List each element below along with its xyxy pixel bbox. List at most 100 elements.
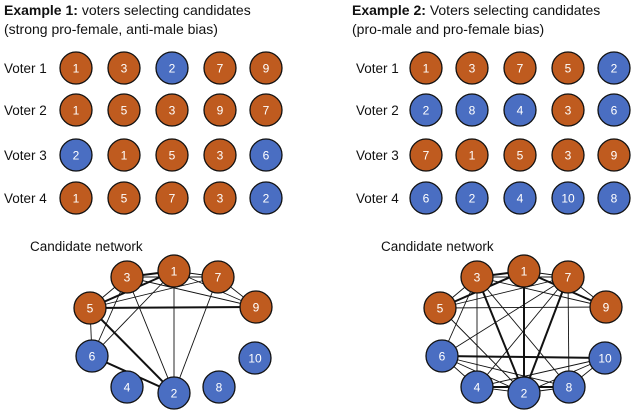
network-edge (441, 276, 569, 357)
candidate-number: 2 (263, 192, 270, 206)
candidate-node (409, 51, 443, 85)
network-node-number: 8 (216, 381, 223, 395)
candidate-node (249, 51, 283, 85)
network-edge (126, 276, 257, 308)
candidate-node (409, 93, 443, 127)
candidate-number: 8 (611, 192, 618, 206)
candidate-node (155, 138, 189, 172)
candidate-node (455, 51, 489, 85)
candidate-node (59, 51, 93, 85)
candidate-number: 3 (565, 149, 572, 163)
candidate-node (59, 138, 93, 172)
candidate-number: 5 (565, 62, 572, 76)
network-node-number: 1 (521, 265, 528, 279)
candidate-number: 3 (121, 62, 128, 76)
network-node (551, 260, 585, 294)
candidate-number: 1 (73, 192, 80, 206)
voter-label: Voter 3 (356, 148, 399, 163)
voter-label: Voter 4 (4, 191, 47, 206)
candidate-number: 2 (73, 149, 80, 163)
network-node-number: 4 (124, 381, 131, 395)
network-node-number: 1 (171, 265, 178, 279)
network-node (110, 260, 144, 294)
candidate-number: 6 (423, 192, 430, 206)
candidate-number: 1 (73, 104, 80, 118)
candidate-number: 3 (469, 62, 476, 76)
candidate-node (203, 181, 237, 215)
candidate-number: 3 (217, 149, 224, 163)
network-node (589, 290, 623, 324)
example-2-title: Example 2: Voters selecting candidates (352, 2, 600, 18)
network-node (157, 376, 191, 410)
candidate-number: 3 (169, 104, 176, 118)
candidate-number: 3 (565, 104, 572, 118)
network-node (75, 339, 109, 373)
candidate-node (155, 181, 189, 215)
candidate-number: 4 (517, 192, 524, 206)
network-node-number: 10 (598, 352, 612, 366)
network-node (157, 254, 191, 288)
candidate-node (551, 138, 585, 172)
candidate-number: 2 (611, 62, 618, 76)
candidate-node (503, 181, 537, 215)
candidate-node (597, 93, 631, 127)
network-edge (523, 276, 569, 394)
network-node (460, 260, 494, 294)
network-edge (89, 307, 175, 394)
voter-label: Voter 2 (4, 103, 47, 118)
network-edge (476, 357, 606, 388)
network-edge (439, 276, 569, 309)
candidate-node (503, 138, 537, 172)
network-node-number: 9 (253, 301, 260, 315)
candidate-number: 7 (217, 62, 224, 76)
candidate-node (551, 51, 585, 85)
candidate-number: 9 (611, 149, 618, 163)
network-node (73, 291, 107, 325)
network-edges (89, 270, 257, 394)
candidate-number: 7 (263, 104, 270, 118)
voter-label: Voter 4 (356, 191, 399, 206)
candidate-node (455, 181, 489, 215)
network-node-number: 7 (565, 271, 572, 285)
example-1-network-label: Candidate network (30, 239, 143, 254)
network-node (552, 370, 586, 404)
candidate-number: 7 (517, 62, 524, 76)
network-edge (126, 276, 175, 394)
candidate-node (107, 51, 141, 85)
network-edges (439, 270, 607, 394)
network-node-number: 8 (566, 381, 573, 395)
network-node-number: 2 (171, 387, 178, 401)
candidate-number: 5 (169, 149, 176, 163)
network-node (239, 290, 273, 324)
network-node-number: 5 (437, 302, 444, 316)
candidate-number: 2 (169, 62, 176, 76)
network-node-number: 9 (603, 301, 610, 315)
candidate-number: 1 (121, 149, 128, 163)
candidate-node (107, 138, 141, 172)
candidate-number: 1 (73, 62, 80, 76)
network-edge (89, 306, 257, 309)
candidate-number: 5 (517, 149, 524, 163)
network-node (588, 341, 622, 375)
voter-label: Voter 1 (356, 61, 399, 76)
candidate-node (455, 93, 489, 127)
candidate-node (597, 51, 631, 85)
candidate-number: 2 (423, 104, 430, 118)
network-node (238, 341, 272, 375)
network-node (460, 370, 494, 404)
network-edge (173, 276, 219, 394)
network-node-number: 2 (521, 387, 528, 401)
network-edge (476, 276, 607, 308)
network-node-number: 6 (89, 350, 96, 364)
candidate-number: 5 (121, 192, 128, 206)
network-edge (89, 276, 219, 309)
network-node (425, 339, 459, 373)
network-node-number: 6 (439, 350, 446, 364)
